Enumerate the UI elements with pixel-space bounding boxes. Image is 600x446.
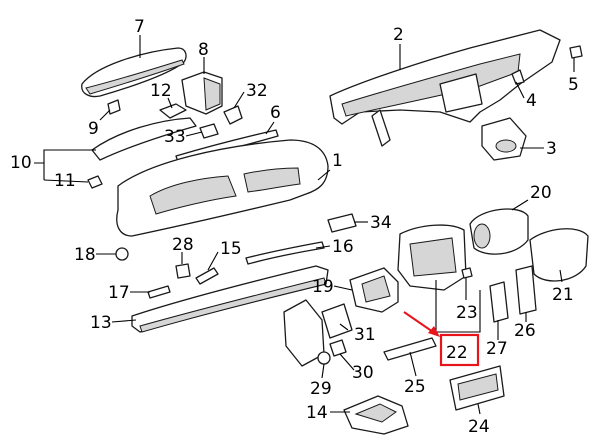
leader-19 (333, 285, 353, 291)
callout-34: 34 (370, 213, 392, 233)
leader-1 (317, 169, 331, 181)
part-19-opening (361, 275, 391, 303)
leader-15 (207, 251, 219, 271)
part-17-pin (147, 285, 171, 299)
part-20-vent (473, 223, 491, 249)
callout-24: 24 (468, 417, 490, 437)
part-12-clip (159, 103, 187, 119)
part-21-airbag-cover (529, 228, 589, 282)
callout-14: 14 (306, 403, 328, 423)
part-29-cap (317, 351, 331, 365)
part-7-lip (85, 59, 185, 95)
leader-6 (265, 121, 275, 135)
part-18-knob (115, 247, 129, 261)
callout-21: 21 (552, 285, 574, 305)
part-3-hole (495, 139, 517, 153)
part-11-clip (87, 175, 103, 189)
leader-13 (111, 319, 137, 323)
callout-10: 10 (10, 153, 32, 173)
callout-1: 1 (332, 151, 343, 171)
leader-31 (339, 323, 349, 331)
leader-10 (34, 149, 96, 164)
callout-27: 27 (486, 339, 508, 359)
part-13-edge (139, 277, 327, 333)
leader-32 (233, 91, 245, 109)
part-9-clip (107, 99, 121, 115)
part-16-trim-strip (245, 241, 325, 265)
callout-26: 26 (514, 321, 536, 341)
callout-17: 17 (108, 283, 130, 303)
leader-33 (185, 131, 203, 137)
callout-22: 22 (446, 343, 468, 363)
leader-12 (167, 97, 173, 109)
leader-22 (435, 280, 481, 333)
callout-12: 12 (150, 81, 172, 101)
callout-5: 5 (568, 75, 579, 95)
part-1-vent-opening (243, 167, 301, 193)
leader-25 (409, 351, 417, 377)
callout-18: 18 (74, 245, 96, 265)
leader-4 (515, 81, 525, 99)
part-25-handle (383, 337, 437, 361)
leader-11 (43, 179, 89, 183)
part-5-clip (569, 45, 583, 59)
part-center-stack-screen (409, 237, 457, 277)
highlight-box-22 (439, 333, 480, 367)
part-2-support-leg (371, 109, 391, 147)
callout-33: 33 (164, 127, 186, 147)
callout-25: 25 (404, 377, 426, 397)
leader-29 (321, 363, 325, 379)
part-31-bracket (321, 303, 353, 339)
leader-30 (339, 353, 355, 371)
callout-11: 11 (54, 171, 76, 191)
callout-3: 3 (546, 139, 557, 159)
callout-23: 23 (456, 303, 478, 323)
callout-16: 16 (332, 237, 354, 257)
part-15-spring (195, 267, 219, 285)
callout-29: 29 (310, 379, 332, 399)
callout-13: 13 (90, 313, 112, 333)
pointer-arrowhead (428, 326, 440, 337)
leader-24 (477, 403, 481, 415)
part-33-clip (199, 123, 219, 139)
part-8-face (203, 77, 221, 111)
callout-8: 8 (198, 40, 209, 60)
leader-16 (315, 245, 331, 249)
part-23-screw (461, 267, 473, 279)
part-34-switch (327, 213, 357, 233)
callout-32: 32 (246, 81, 268, 101)
callout-31: 31 (354, 325, 376, 345)
callout-20: 20 (530, 183, 552, 203)
part-2-center-bracket (439, 73, 483, 113)
part-28-knob (175, 263, 191, 279)
callout-30: 30 (352, 363, 374, 383)
part-10-side-panel (91, 117, 197, 161)
part-4-bolt (511, 69, 525, 85)
part-27-switch-panel (489, 281, 509, 323)
part-26-switch-panel (515, 265, 537, 315)
part-3-bracket (481, 117, 527, 161)
callout-4: 4 (526, 91, 537, 111)
leader-20 (511, 199, 529, 211)
part-14-duct-inner (354, 403, 397, 423)
part-24-tray-slot (457, 373, 499, 401)
part-1-cluster-hood (149, 175, 237, 215)
callout-19: 19 (312, 277, 334, 297)
callout-2: 2 (393, 25, 404, 45)
part-32-clip (223, 105, 243, 125)
part-30-knob (329, 339, 347, 357)
callout-28: 28 (172, 235, 194, 255)
callout-9: 9 (88, 119, 99, 139)
leader-9 (99, 109, 111, 121)
callout-15: 15 (220, 239, 242, 259)
callout-6: 6 (270, 103, 281, 123)
leader-21 (559, 269, 563, 283)
callout-7: 7 (134, 17, 145, 37)
